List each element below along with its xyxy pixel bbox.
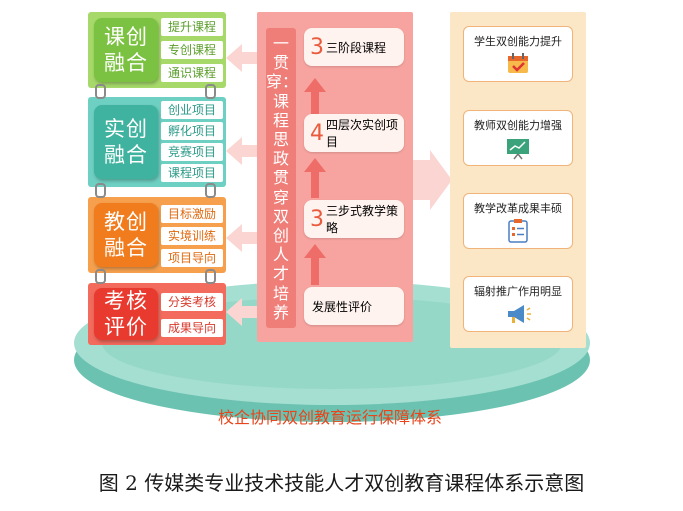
outcome-card: 辐射推广作用明显: [463, 276, 573, 332]
module-title: 考核评价: [104, 289, 148, 339]
megaphone-icon: [508, 305, 531, 323]
step-three-stage-course: 3 三阶段课程: [304, 28, 404, 66]
module-ke-chuang: 课创融合 提升课程 专创课程 通识课程: [88, 12, 226, 88]
module-title-box: 教创融合: [94, 203, 158, 267]
binder-ring: [205, 269, 216, 284]
module-title-box: 实创融合: [94, 105, 158, 179]
module-item: 分类考核: [161, 293, 223, 311]
module-item: 孵化项目: [161, 122, 223, 140]
step-number: 3: [310, 34, 324, 60]
module-title: 课创融合: [104, 25, 148, 75]
binder-ring: [95, 183, 106, 198]
arrow-up-step-1: [304, 78, 326, 114]
step-number: 3: [310, 206, 324, 232]
outcome-card: 教师双创能力增强: [463, 110, 573, 166]
module-item: 创业项目: [161, 101, 223, 119]
module-kao-he: 考核评价 分类考核 成果导向: [88, 283, 226, 345]
calendar-check-icon: [508, 53, 528, 73]
checklist-icon: [508, 219, 528, 243]
module-title: 实创融合: [104, 117, 148, 167]
binder-ring: [95, 269, 106, 284]
left-arrows: [226, 44, 257, 326]
module-title-box: 课创融合: [94, 18, 158, 82]
module-jiao-chuang: 教创融合 目标激励 实境训练 项目导向: [88, 197, 226, 273]
step-three-step-teaching: 3 三步式教学策略: [304, 200, 404, 238]
vertical-thread-text: 一贯穿：课程思政贯穿双创人才培养: [266, 34, 299, 322]
module-item: 课程项目: [161, 164, 223, 182]
arrow-left-3: [226, 224, 257, 252]
outcome-label: 学生双创能力提升: [474, 35, 562, 48]
arrow-left-1: [226, 44, 257, 72]
arrow-right-big: [413, 150, 452, 210]
binder-ring: [95, 84, 106, 99]
module-item: 成果导向: [161, 319, 223, 337]
figure-caption: 图 2 传媒类专业技术技能人才双创教育课程体系示意图: [98, 471, 585, 495]
arrow-up-step-3: [304, 244, 326, 285]
module-item: 竞赛项目: [161, 143, 223, 161]
module-item: 目标激励: [161, 205, 223, 223]
module-item: 项目导向: [161, 249, 223, 267]
vertical-bar: [266, 28, 296, 328]
module-title: 教创融合: [104, 210, 148, 260]
arrow-left-2: [226, 137, 257, 165]
outcome-card: 学生双创能力提升: [463, 26, 573, 82]
outcome-label: 教学改革成果丰硕: [474, 202, 562, 215]
platform-label: 校企协同双创教育运行保障体系: [217, 408, 442, 427]
binder-ring: [205, 84, 216, 99]
step-label: 三步式教学策略: [326, 204, 399, 235]
arrow-left-4: [226, 298, 257, 326]
chart-board-icon: [507, 139, 529, 160]
step-number: 4: [310, 120, 324, 146]
module-item: 专创课程: [161, 41, 223, 59]
module-item: 实境训练: [161, 227, 223, 245]
module-item: 提升课程: [161, 18, 223, 36]
step-label: 四层次实创项目: [326, 118, 399, 149]
binder-ring: [205, 183, 216, 198]
arrow-up-step-2: [304, 158, 326, 198]
module-shi-chuang: 实创融合 创业项目 孵化项目 竞赛项目 课程项目: [88, 97, 226, 187]
step-label: 三阶段课程: [326, 40, 387, 55]
step-developmental-evaluation: 发展性评价: [304, 287, 404, 325]
outcome-label: 辐射推广作用明显: [474, 285, 562, 298]
step-four-level-projects: 4 四层次实创项目: [304, 114, 404, 152]
module-title-box: 考核评价: [94, 288, 158, 340]
module-item: 通识课程: [161, 64, 223, 82]
outcome-card: 教学改革成果丰硕: [463, 193, 573, 249]
step-label: 发展性评价: [312, 299, 373, 314]
outcome-label: 教师双创能力增强: [474, 119, 562, 132]
